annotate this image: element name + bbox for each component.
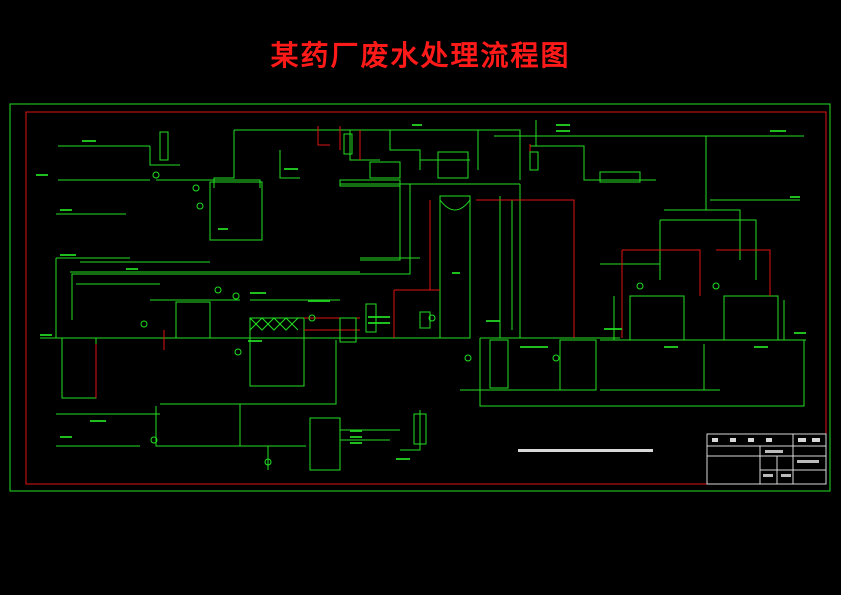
drawing-note <box>518 449 653 452</box>
equipment-symbols <box>140 131 720 466</box>
title-block <box>706 433 827 485</box>
equipment-tags <box>36 124 806 460</box>
outer-border <box>9 103 831 492</box>
inner-border <box>25 111 827 485</box>
drawing-title: 某药厂废水处理流程图 <box>270 39 571 72</box>
